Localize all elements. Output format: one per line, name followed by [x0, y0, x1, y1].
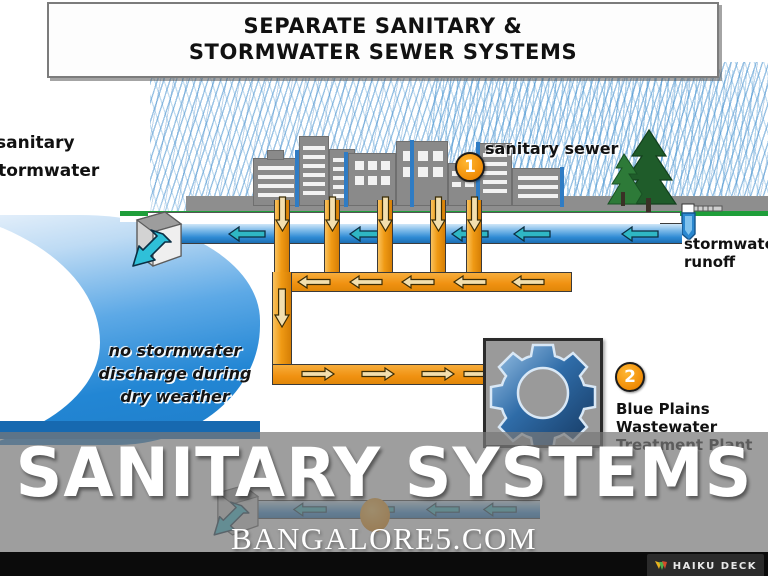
flow-arrow-left [400, 275, 435, 289]
building-window [258, 193, 294, 197]
building-window [368, 161, 377, 170]
building-window [303, 164, 325, 168]
legend-stormwater-label: stormwater [0, 161, 100, 181]
building-window [483, 180, 507, 184]
building-window [518, 176, 558, 180]
plant-label-line1: Blue Plains [616, 400, 710, 418]
building-window [368, 176, 377, 185]
bottom-black-bar [0, 552, 768, 576]
sanitary-sewer-label: sanitary sewer [485, 139, 619, 158]
flow-arrow-down [431, 196, 446, 232]
building-window [258, 184, 294, 188]
building-window [483, 189, 507, 193]
building-window [303, 146, 325, 150]
flow-arrow-down [275, 196, 290, 232]
building-window [483, 153, 507, 157]
building-window [333, 167, 351, 171]
building-rooftop [267, 150, 284, 160]
legend-sanitary-label: sanitary [0, 133, 75, 153]
flow-arrow-left [348, 275, 383, 289]
overlay-band [0, 432, 768, 552]
building-window [333, 185, 351, 189]
haiku-deck-label: HAIKU DECK [672, 560, 757, 572]
building-window [303, 182, 325, 186]
building-window [258, 175, 294, 179]
slide-overlay-title: SANITARY SYSTEMS [15, 434, 753, 513]
gear-icon [489, 343, 597, 451]
marker-2[interactable]: 2 [615, 362, 645, 392]
building-window [333, 158, 351, 162]
flow-arrow-down [467, 196, 482, 232]
building-window [381, 176, 390, 185]
downspout [295, 150, 299, 207]
building-window [333, 194, 351, 198]
building-window [403, 151, 413, 161]
flow-arrow-left [227, 226, 266, 242]
building-window [518, 185, 558, 189]
flow-arrow-down [274, 288, 290, 328]
building-window [258, 166, 294, 170]
building-window [418, 167, 428, 177]
flow-arrow-left [512, 226, 551, 242]
outfall-icon [132, 211, 183, 267]
pipe-casing-top [148, 212, 680, 224]
downspout [344, 152, 348, 207]
flow-arrow-down [378, 196, 393, 232]
building-window [303, 191, 325, 195]
building-window [403, 167, 413, 177]
slide-overlay-subtitle: BANGALORE5.COM [230, 521, 538, 556]
storm-drain-icon [681, 203, 723, 240]
building-window [381, 161, 390, 170]
no-discharge-label-line2: discharge during [98, 364, 252, 383]
building-window [465, 182, 474, 187]
flow-arrow-right [361, 367, 396, 381]
diagram-title-line2: STORMWATER SEWER SYSTEMS [188, 40, 578, 64]
flow-arrow-left [452, 275, 487, 289]
building-window [418, 151, 428, 161]
plant-label-line2: Wastewater [616, 418, 718, 436]
building-window [303, 173, 325, 177]
downspout [410, 140, 414, 207]
building-window [452, 182, 461, 187]
flow-arrow-right [301, 367, 336, 381]
building-window [355, 176, 364, 185]
stormwater-runoff-label-line1: stormwater [684, 235, 768, 253]
building-window [333, 176, 351, 180]
building-window [433, 167, 443, 177]
marker-1[interactable]: 1 [455, 152, 485, 182]
downspout [560, 167, 564, 207]
no-discharge-label-line3: dry weather [120, 387, 230, 406]
haiku-deck-logo-icon [654, 561, 667, 570]
building-window [483, 171, 507, 175]
diagram-title-box: SEPARATE SANITARY & STORMWATER SEWER SYS… [47, 2, 719, 78]
flow-arrow-left [296, 275, 331, 289]
flow-arrow-down [325, 196, 340, 232]
no-discharge-label-line1: no stormwater [108, 341, 242, 360]
flow-arrow-right [421, 367, 456, 381]
flow-arrow-left [620, 226, 659, 242]
building-window [483, 162, 507, 166]
flow-arrow-left [510, 275, 545, 289]
tree-icon [607, 128, 678, 214]
stormwater-runoff-label-line2: runoff [684, 253, 736, 271]
diagram-title: SEPARATE SANITARY & STORMWATER SEWER SYS… [189, 14, 577, 65]
building-window [433, 151, 443, 161]
haiku-deck-watermark[interactable]: HAIKU DECK [646, 554, 764, 576]
building-window [355, 161, 364, 170]
diagram-title-line1: SEPARATE SANITARY & [243, 14, 523, 39]
building-window [303, 155, 325, 159]
stormwater-riser [660, 223, 682, 244]
building-window [518, 194, 558, 198]
treatment-plant-building [483, 338, 603, 451]
